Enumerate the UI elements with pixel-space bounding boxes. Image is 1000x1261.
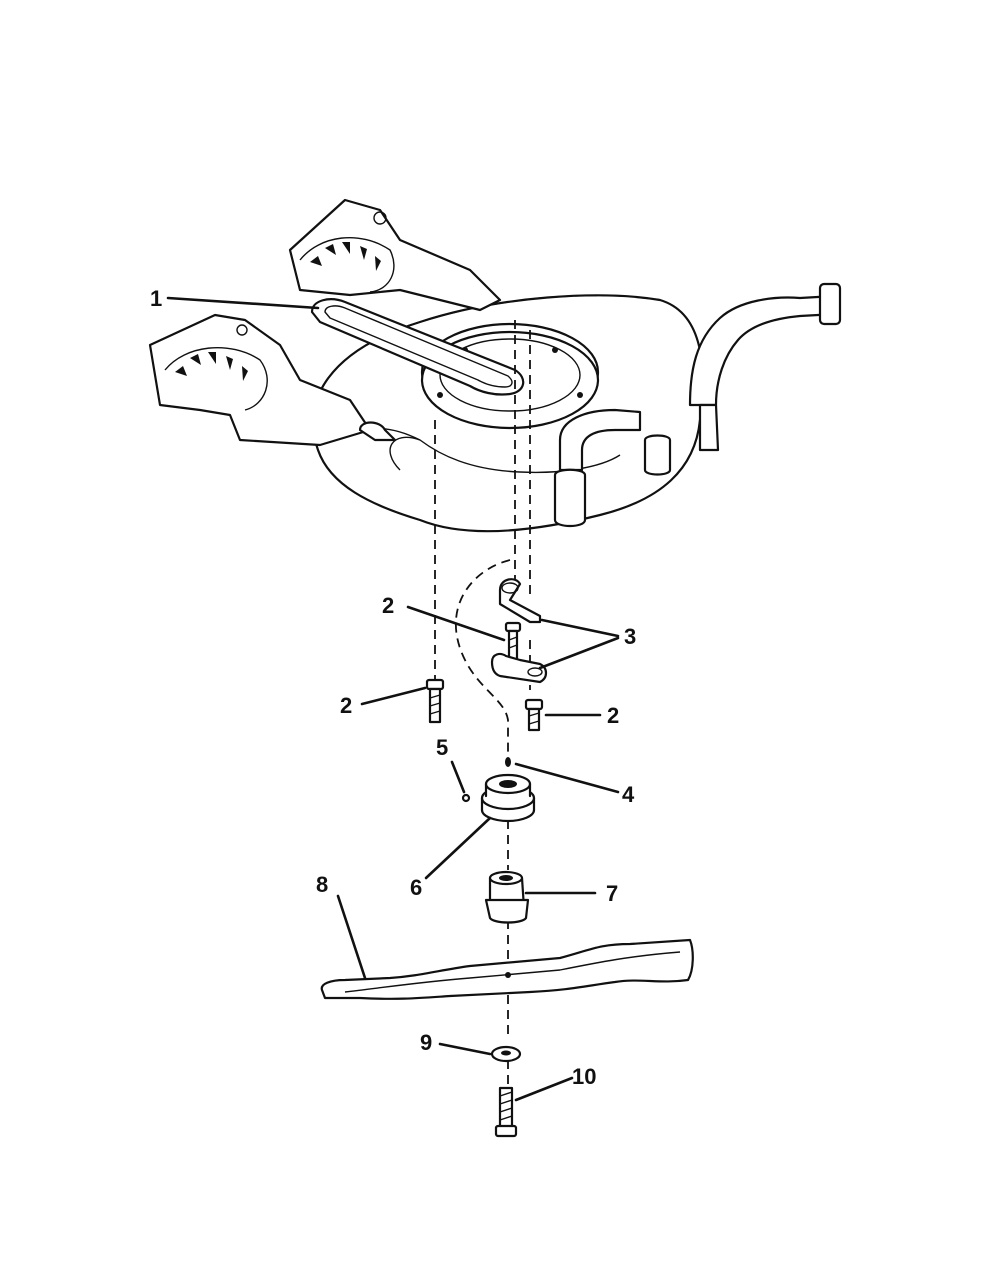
- callout-2-center: 2: [382, 593, 394, 618]
- callout-5: 5: [436, 735, 448, 760]
- callout-2-left: 2: [340, 693, 352, 718]
- callout-3: 3: [624, 624, 636, 649]
- pulley: [480, 773, 536, 823]
- callout-7: 7: [606, 881, 618, 906]
- bolt-right: [524, 698, 544, 732]
- callout-2-right: 2: [607, 703, 619, 728]
- callout-1: 1: [150, 286, 162, 311]
- small-pin: [461, 793, 471, 803]
- leader-lines: [166, 296, 620, 1102]
- mower-blade: [320, 938, 694, 1000]
- callout-6: 6: [410, 875, 422, 900]
- blade-bolt: [494, 1086, 518, 1138]
- blade-adapter: [484, 870, 530, 924]
- assembly-centerlines: [434, 320, 531, 1085]
- baffle-bracket-lower: [490, 652, 548, 684]
- baffle-bracket-upper: [498, 578, 542, 624]
- callout-9: 9: [420, 1030, 432, 1055]
- callout-10: 10: [572, 1064, 596, 1089]
- key: [505, 757, 511, 767]
- bolt-left: [425, 678, 445, 724]
- callout-8: 8: [316, 872, 328, 897]
- bolt-center: [504, 621, 522, 662]
- callout-4: 4: [622, 782, 635, 807]
- washer: [490, 1045, 522, 1063]
- drive-belt: [310, 298, 525, 396]
